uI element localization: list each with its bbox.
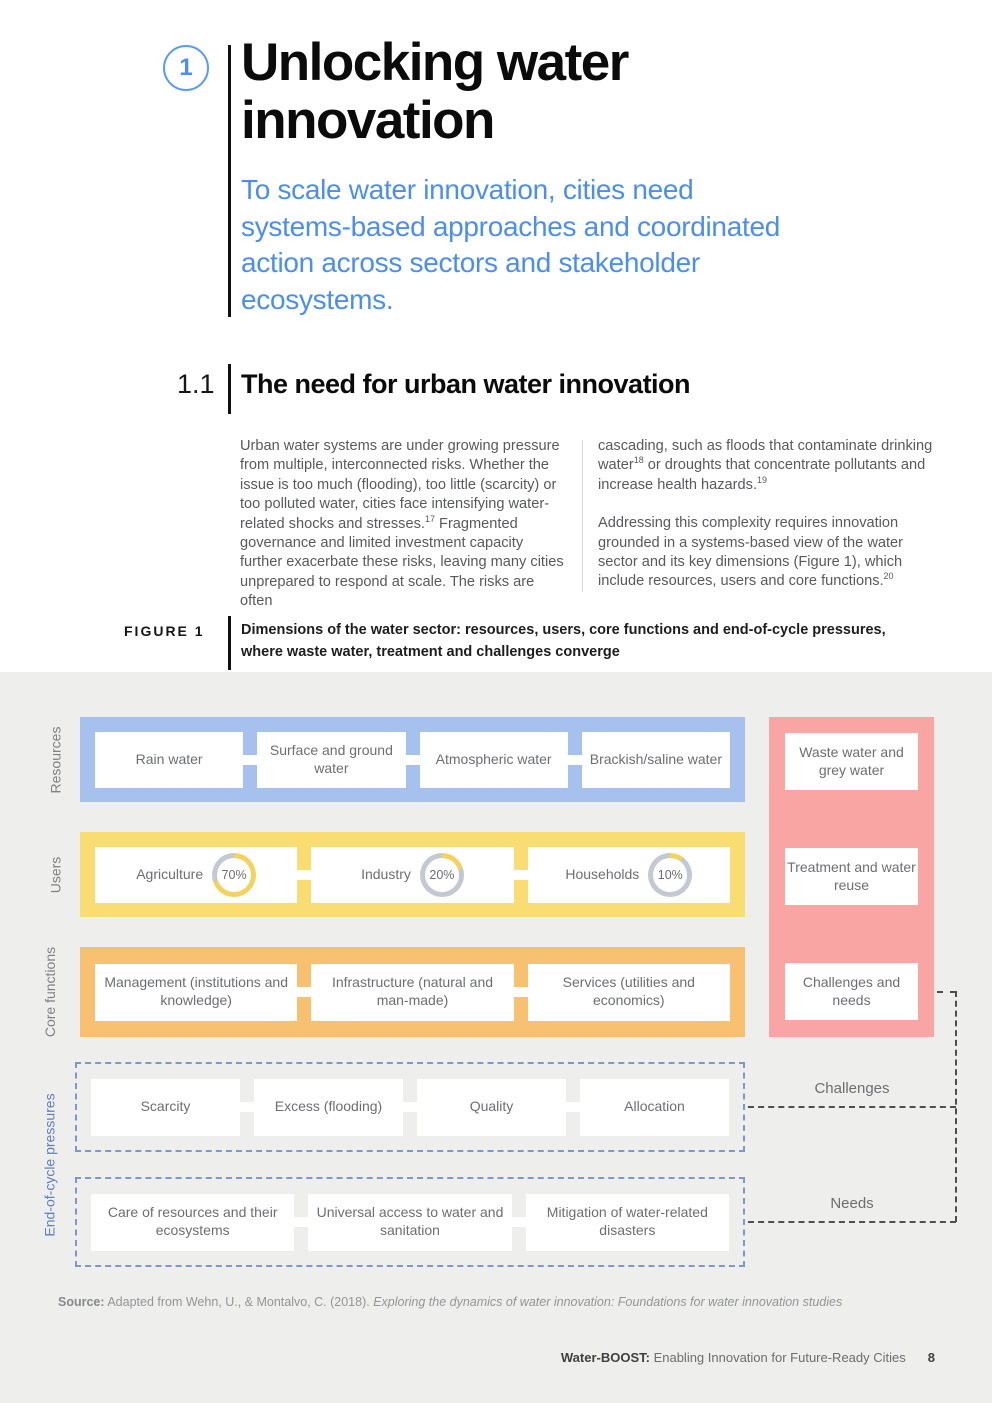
connector-stub-line bbox=[937, 991, 956, 993]
core-function-box: Services (utilities and economics) bbox=[527, 963, 730, 1021]
pressure-box: Allocation bbox=[580, 1078, 729, 1136]
section-number: 1.1 bbox=[177, 369, 215, 399]
footnote-ref: 20 bbox=[883, 571, 894, 582]
box-connector bbox=[513, 869, 528, 880]
donut-chart-industry: 20% bbox=[419, 852, 464, 897]
pressures-challenges-row: Scarcity Excess (flooding) Quality Alloc… bbox=[75, 1062, 745, 1152]
pressure-box: Scarcity bbox=[91, 1078, 240, 1136]
connector-vertical-line bbox=[955, 991, 957, 1222]
box-connector bbox=[567, 754, 582, 765]
user-label: Households bbox=[565, 865, 640, 882]
core-function-box: Management (institutions and knowledge) bbox=[95, 963, 298, 1021]
box-connector bbox=[566, 1102, 580, 1112]
connector-challenges-line bbox=[748, 1106, 956, 1108]
connector-needs-line bbox=[748, 1221, 956, 1223]
user-label: Agriculture bbox=[136, 865, 204, 882]
row-label-core-functions: Core functions bbox=[42, 946, 58, 1038]
connector-label-needs: Needs bbox=[830, 1195, 874, 1212]
footnote-ref: 18 bbox=[633, 455, 644, 466]
body-column-right: cascading, such as floods that contamina… bbox=[598, 437, 940, 592]
waste-water-band: Waste water and grey water Treatment and… bbox=[769, 717, 934, 1037]
box-connector bbox=[240, 1102, 254, 1112]
body-paragraph: cascading, such as floods that contamina… bbox=[598, 437, 940, 495]
page-subtitle: To scale water innovation, cities need s… bbox=[241, 174, 781, 316]
need-box: Universal access to water and sanitation bbox=[308, 1193, 512, 1251]
users-band: Agriculture 70% Industry 20% Households … bbox=[80, 832, 745, 917]
core-function-box: Infrastructure (natural and man-made) bbox=[311, 963, 514, 1021]
box-connector bbox=[294, 1217, 309, 1227]
box-connector bbox=[297, 987, 312, 997]
resource-box: Surface and ground water bbox=[257, 731, 406, 788]
resource-box: Atmospheric water bbox=[419, 731, 568, 788]
resources-band: Rain water Surface and ground water Atmo… bbox=[80, 717, 745, 802]
column-divider bbox=[582, 440, 583, 592]
body-text: or droughts that concentrate pollutants … bbox=[598, 457, 926, 493]
pressure-box: Excess (flooding) bbox=[254, 1078, 403, 1136]
figure-1-diagram: Resources Users Core functions End-of-cy… bbox=[0, 672, 992, 1403]
row-label-end-of-cycle-pressures: End-of-cycle pressures bbox=[42, 1092, 59, 1237]
challenges-needs-box: Challenges and needs bbox=[785, 963, 918, 1020]
box-connector bbox=[405, 754, 420, 765]
body-text: cascading, such as floods that contamina… bbox=[598, 438, 933, 474]
donut-value: 70% bbox=[221, 867, 247, 882]
user-box: Households 10% bbox=[527, 846, 730, 903]
footer-brand: Water-BOOST: bbox=[560, 1350, 650, 1365]
footer-tagline: Enabling Innovation for Future-Ready Cit… bbox=[649, 1350, 906, 1365]
donut-chart-households: 10% bbox=[648, 852, 693, 897]
section-title: The need for urban water innovation bbox=[241, 369, 691, 399]
page-title: Unlocking water innovation bbox=[241, 33, 629, 151]
user-box: Agriculture 70% bbox=[95, 846, 298, 903]
source-prefix: Source: bbox=[58, 1295, 105, 1309]
body-text: Addressing this complexity requires inno… bbox=[598, 515, 904, 590]
box-connector bbox=[511, 1217, 526, 1227]
donut-chart-agriculture: 70% bbox=[212, 852, 257, 897]
connector-label-challenges: Challenges bbox=[814, 1080, 890, 1097]
resource-box: Rain water bbox=[95, 731, 244, 788]
box-connector bbox=[513, 987, 528, 997]
chapter-number: 1 bbox=[179, 54, 193, 81]
box-connector bbox=[243, 754, 258, 765]
figure-label: FIGURE 1 bbox=[124, 623, 205, 639]
page-footer: Water-BOOST: Enabling Innovation for Fut… bbox=[561, 1350, 935, 1365]
body-text: Fragmented governance and limited invest… bbox=[240, 515, 564, 610]
body-paragraph: Urban water systems are under growing pr… bbox=[240, 437, 566, 612]
row-label-users: Users bbox=[47, 856, 63, 893]
resource-box: Brackish/saline water bbox=[581, 731, 730, 788]
box-connector bbox=[297, 869, 312, 880]
section-divider-bar bbox=[228, 364, 231, 414]
chapter-number-badge: 1 bbox=[163, 45, 209, 91]
title-divider-bar bbox=[228, 45, 231, 317]
source-line: Source: Adapted from Wehn, U., & Montalv… bbox=[58, 1295, 842, 1309]
row-label-resources: Resources bbox=[47, 726, 64, 793]
figure-caption: Dimensions of the water sector: resource… bbox=[241, 622, 886, 660]
page-number: 8 bbox=[927, 1350, 935, 1365]
body-text: Urban water systems are under growing pr… bbox=[240, 438, 560, 532]
user-label: Industry bbox=[361, 865, 411, 882]
need-box: Care of resources and their ecosystems bbox=[91, 1193, 295, 1251]
footnote-ref: 19 bbox=[757, 474, 768, 485]
core-functions-band: Management (institutions and knowledge) … bbox=[80, 947, 745, 1037]
pressure-box: Quality bbox=[417, 1078, 566, 1136]
need-box: Mitigation of water-related disasters bbox=[525, 1193, 729, 1251]
waste-water-box: Waste water and grey water bbox=[785, 733, 918, 790]
box-connector bbox=[403, 1102, 417, 1112]
donut-value: 20% bbox=[429, 867, 455, 882]
source-citation: Adapted from Wehn, U., & Montalvo, C. (2… bbox=[104, 1295, 374, 1309]
donut-value: 10% bbox=[657, 867, 683, 882]
figure-divider-bar bbox=[228, 616, 231, 670]
footnote-ref: 17 bbox=[424, 513, 435, 524]
treatment-box: Treatment and water reuse bbox=[785, 848, 918, 905]
pressures-needs-row: Care of resources and their ecosystems U… bbox=[75, 1177, 745, 1267]
source-work-title: Exploring the dynamics of water innovati… bbox=[373, 1295, 843, 1309]
body-column-left: Urban water systems are under growing pr… bbox=[240, 437, 566, 612]
user-box: Industry 20% bbox=[311, 846, 514, 903]
body-paragraph: Addressing this complexity requires inno… bbox=[598, 514, 940, 592]
